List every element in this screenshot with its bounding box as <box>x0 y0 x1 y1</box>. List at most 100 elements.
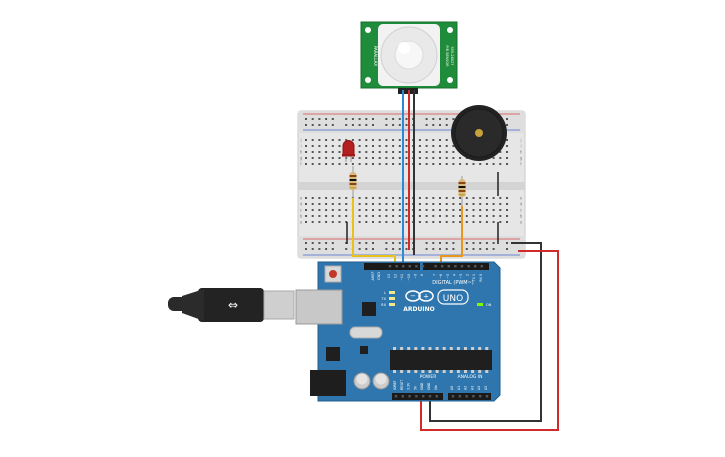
terminal-hole[interactable] <box>472 197 475 199</box>
terminal-hole[interactable] <box>465 209 468 211</box>
terminal-hole[interactable] <box>492 203 495 205</box>
rail-hole[interactable] <box>472 248 475 250</box>
terminal-hole[interactable] <box>425 221 428 223</box>
rail-hole[interactable] <box>365 242 368 244</box>
terminal-hole[interactable] <box>365 151 368 153</box>
rail-hole[interactable] <box>311 118 314 120</box>
terminal-hole[interactable] <box>445 145 448 147</box>
terminal-hole[interactable] <box>318 145 321 147</box>
power-pin[interactable] <box>435 395 438 398</box>
terminal-hole[interactable] <box>372 163 374 165</box>
digital-pin[interactable] <box>395 265 398 268</box>
terminal-hole[interactable] <box>331 151 334 153</box>
rail-hole[interactable] <box>398 118 401 120</box>
terminal-hole[interactable] <box>398 215 401 217</box>
terminal-hole[interactable] <box>338 163 341 165</box>
terminal-hole[interactable] <box>372 215 374 217</box>
rail-hole[interactable] <box>365 124 368 126</box>
terminal-hole[interactable] <box>398 157 401 159</box>
terminal-hole[interactable] <box>405 221 408 223</box>
terminal-hole[interactable] <box>452 209 455 211</box>
wire-gnd-black-long[interactable] <box>429 242 542 422</box>
terminal-hole[interactable] <box>418 221 421 223</box>
terminal-hole[interactable] <box>331 163 334 165</box>
terminal-hole[interactable] <box>311 209 314 211</box>
terminal-hole[interactable] <box>452 215 455 217</box>
terminal-hole[interactable] <box>378 139 381 141</box>
rail-hole[interactable] <box>398 124 401 126</box>
terminal-hole[interactable] <box>338 203 341 205</box>
terminal-hole[interactable] <box>325 215 328 217</box>
terminal-hole[interactable] <box>479 209 482 211</box>
rail-hole[interactable] <box>445 242 448 244</box>
rail-hole[interactable] <box>472 242 475 244</box>
terminal-hole[interactable] <box>452 145 455 147</box>
terminal-hole[interactable] <box>485 215 488 217</box>
terminal-hole[interactable] <box>392 197 395 199</box>
rail-hole[interactable] <box>358 242 361 244</box>
terminal-hole[interactable] <box>492 221 495 223</box>
terminal-hole[interactable] <box>365 203 368 205</box>
terminal-hole[interactable] <box>365 163 368 165</box>
terminal-hole[interactable] <box>432 209 435 211</box>
terminal-hole[interactable] <box>499 203 502 205</box>
rail-hole[interactable] <box>331 124 334 126</box>
terminal-hole[interactable] <box>479 203 482 205</box>
terminal-hole[interactable] <box>432 197 435 199</box>
terminal-hole[interactable] <box>331 157 334 159</box>
rail-hole[interactable] <box>325 242 328 244</box>
wire-led-yellow[interactable] <box>352 198 396 264</box>
terminal-hole[interactable] <box>345 203 348 205</box>
terminal-hole[interactable] <box>499 157 502 159</box>
analog-pin[interactable] <box>465 395 468 398</box>
terminal-hole[interactable] <box>385 145 388 147</box>
rail-hole[interactable] <box>432 248 435 250</box>
terminal-hole[interactable] <box>311 145 314 147</box>
terminal-hole[interactable] <box>506 209 508 211</box>
terminal-hole[interactable] <box>318 221 321 223</box>
terminal-hole[interactable] <box>439 151 441 153</box>
terminal-hole[interactable] <box>398 163 401 165</box>
digital-pin[interactable] <box>460 265 464 268</box>
terminal-hole[interactable] <box>305 157 307 159</box>
rail-hole[interactable] <box>392 248 395 250</box>
terminal-hole[interactable] <box>398 203 401 205</box>
terminal-hole[interactable] <box>392 203 395 205</box>
terminal-hole[interactable] <box>338 157 341 159</box>
terminal-hole[interactable] <box>425 145 428 147</box>
rail-hole[interactable] <box>432 124 435 126</box>
terminal-hole[interactable] <box>358 157 361 159</box>
terminal-hole[interactable] <box>325 157 328 159</box>
terminal-hole[interactable] <box>325 221 328 223</box>
resistor-led[interactable] <box>349 166 357 198</box>
terminal-hole[interactable] <box>385 203 388 205</box>
terminal-hole[interactable] <box>345 139 348 141</box>
terminal-hole[interactable] <box>418 151 421 153</box>
rail-hole[interactable] <box>425 118 428 120</box>
terminal-hole[interactable] <box>311 151 314 153</box>
terminal-hole[interactable] <box>338 215 341 217</box>
rail-hole[interactable] <box>351 124 354 126</box>
terminal-hole[interactable] <box>432 163 435 165</box>
rail-hole[interactable] <box>445 118 448 120</box>
terminal-hole[interactable] <box>418 145 421 147</box>
terminal-hole[interactable] <box>445 197 448 199</box>
terminal-hole[interactable] <box>405 157 408 159</box>
terminal-hole[interactable] <box>345 221 348 223</box>
rail-hole[interactable] <box>345 242 348 244</box>
terminal-hole[interactable] <box>445 151 448 153</box>
rail-hole[interactable] <box>385 248 388 250</box>
digital-pin[interactable] <box>447 265 450 268</box>
terminal-hole[interactable] <box>385 215 388 217</box>
digital-pin[interactable] <box>480 265 483 268</box>
terminal-hole[interactable] <box>465 163 468 165</box>
terminal-hole[interactable] <box>492 215 495 217</box>
rail-hole[interactable] <box>439 124 441 126</box>
rail-hole[interactable] <box>405 242 408 244</box>
terminal-hole[interactable] <box>378 203 381 205</box>
rail-hole[interactable] <box>345 118 348 120</box>
terminal-hole[interactable] <box>331 203 334 205</box>
rail-hole[interactable] <box>372 124 374 126</box>
terminal-hole[interactable] <box>418 215 421 217</box>
rail-hole[interactable] <box>405 248 408 250</box>
